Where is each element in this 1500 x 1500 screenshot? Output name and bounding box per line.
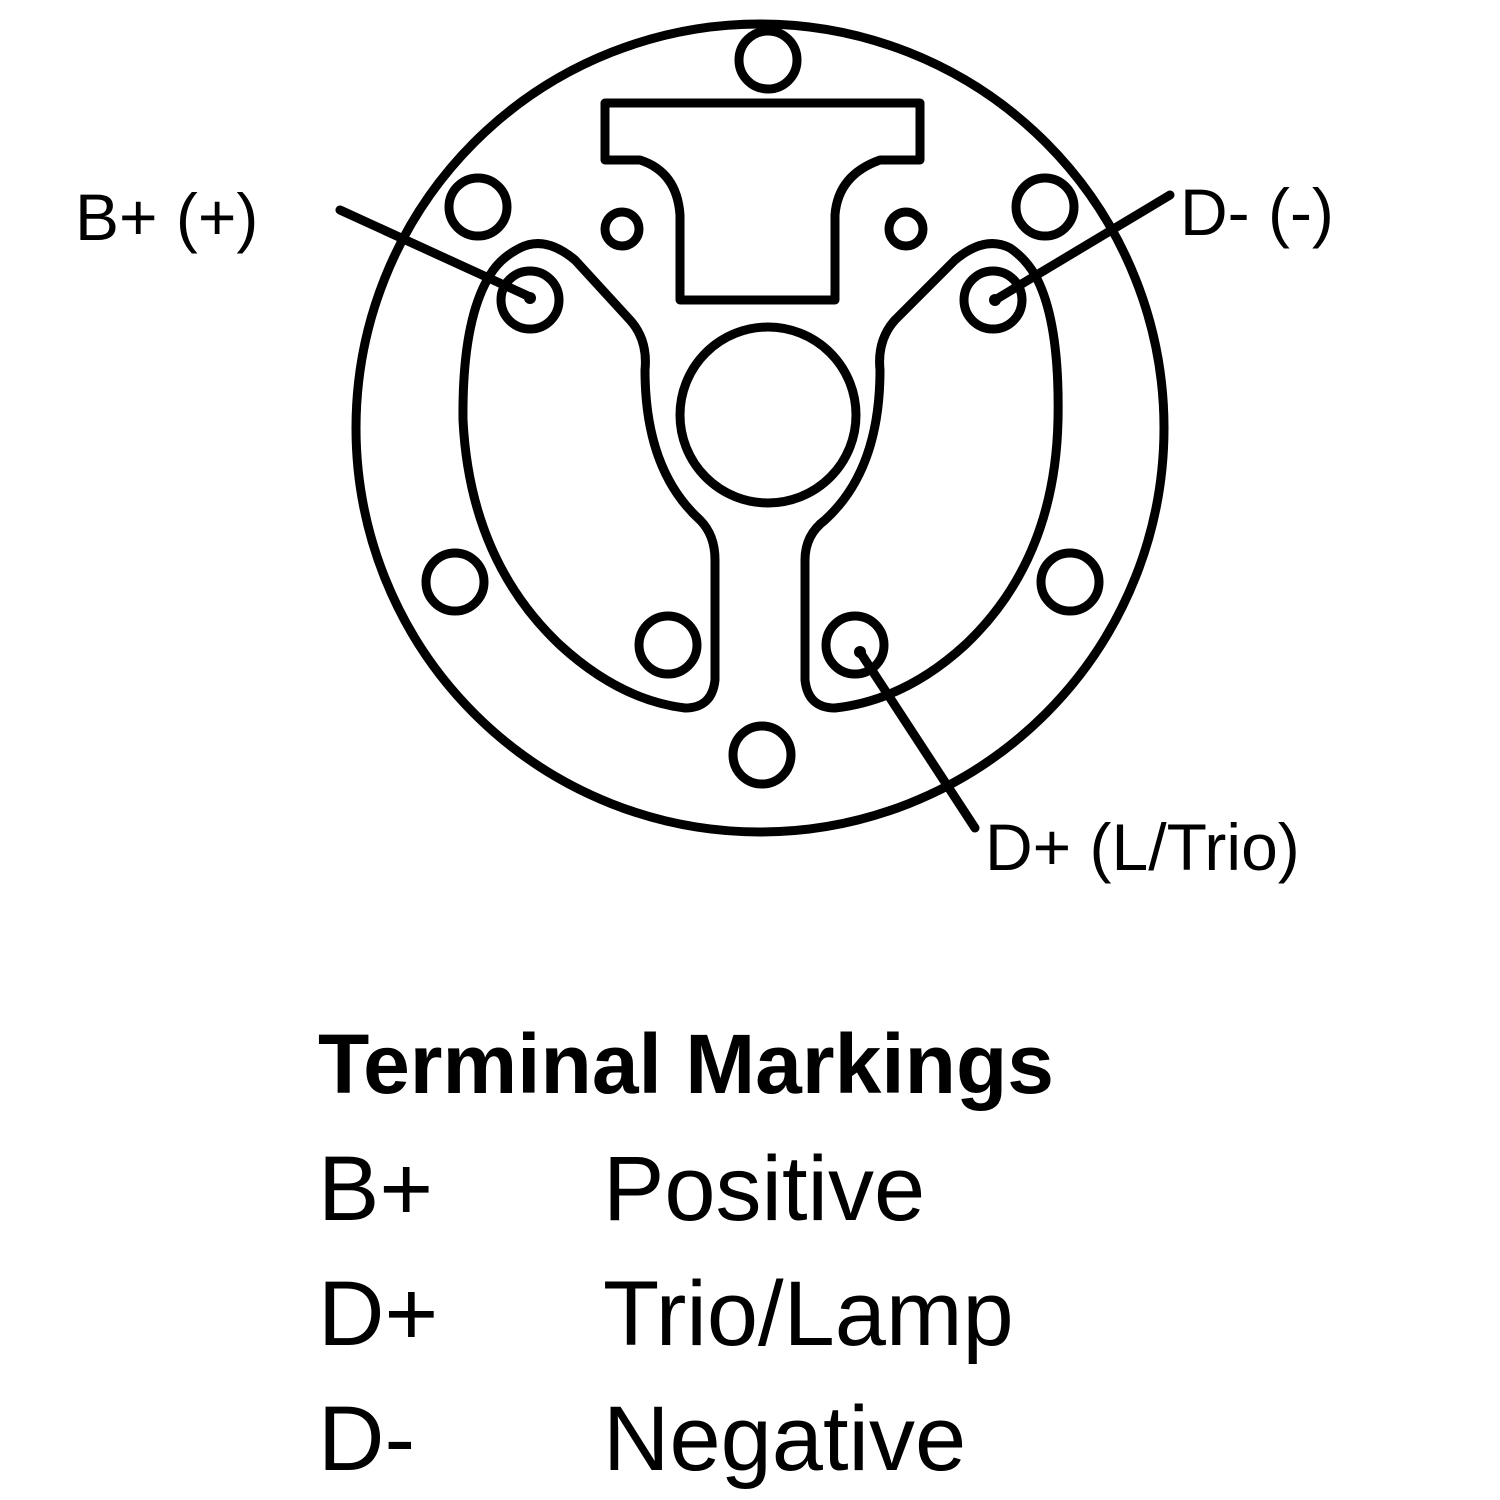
hole-icon [1011, 173, 1079, 241]
hole-icon [1036, 548, 1104, 616]
hole-icon [600, 207, 644, 251]
hole-icon [728, 721, 796, 789]
terminal-d-minus [959, 190, 1175, 334]
leader-line [990, 190, 1175, 305]
mounting-plate [600, 98, 925, 305]
label-d-minus: D- (-) [1180, 175, 1334, 249]
leader-line [855, 647, 980, 833]
gasket-right [800, 239, 1063, 713]
hole-icon [421, 548, 489, 616]
center-bore [675, 322, 861, 508]
hole-icon [734, 26, 802, 94]
legend-meaning: Trio/Lamp [603, 1263, 1014, 1365]
gasket-left [458, 239, 720, 713]
legend-title: Terminal Markings [318, 1017, 1054, 1111]
hole-icon [444, 173, 512, 241]
legend-code: D- [318, 1388, 415, 1490]
legend-meaning: Positive [603, 1138, 925, 1240]
legend-code: B+ [318, 1138, 433, 1240]
label-b-plus: B+ (+) [75, 180, 258, 254]
terminal-d-plus [821, 611, 980, 833]
housing-outline [351, 19, 1169, 837]
label-d-plus: D+ (L/Trio) [985, 810, 1300, 884]
terminal-b-plus [335, 205, 564, 334]
legend-meaning: Negative [603, 1388, 966, 1490]
hole-icon [634, 611, 702, 679]
hole-icon [884, 207, 928, 251]
leader-line [335, 205, 533, 301]
legend-code: D+ [318, 1263, 438, 1365]
mounting-holes [421, 26, 1104, 789]
